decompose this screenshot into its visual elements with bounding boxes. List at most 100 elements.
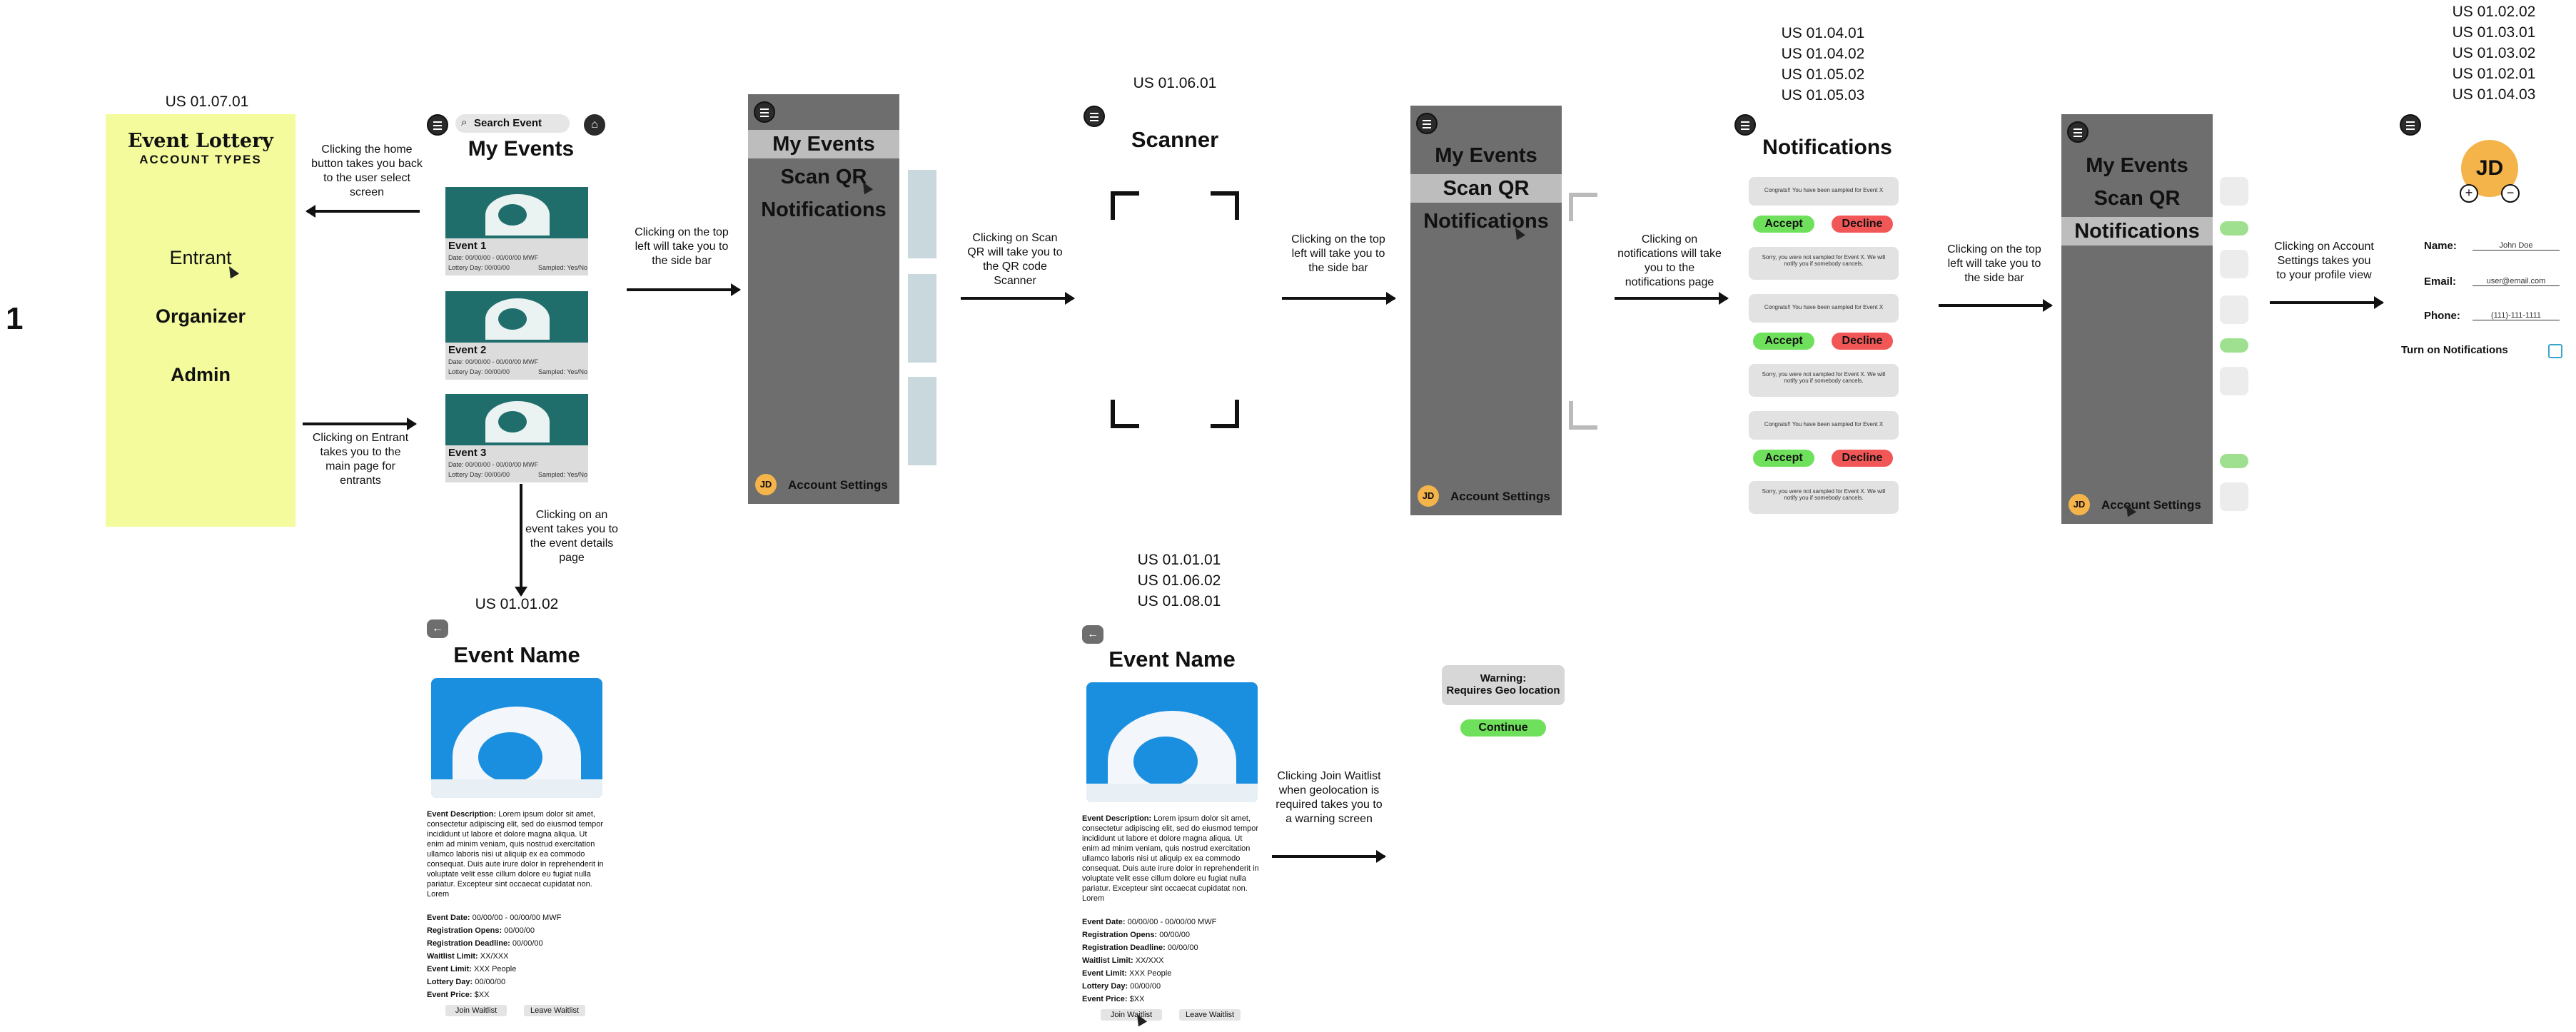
phone-field[interactable]: (111)-111-1111 — [2473, 311, 2560, 320]
faded-notification — [2220, 295, 2248, 324]
notification-not-sampled: Sorry, you were not sampled for Event X.… — [1749, 364, 1899, 397]
continue-button[interactable]: Continue — [1460, 719, 1546, 737]
menu-icon[interactable] — [1084, 106, 1105, 127]
event-sampled: Sampled: Yes/No — [538, 471, 588, 478]
zoom-in-icon[interactable]: + — [2460, 184, 2478, 203]
note-sidebar-2: Clicking on the top left will take you t… — [1291, 233, 1385, 274]
sidebar-item-my-events[interactable]: My Events — [748, 130, 899, 158]
menu-icon[interactable] — [754, 101, 775, 123]
join-waitlist-button[interactable]: Join Waitlist — [445, 1005, 507, 1016]
event-card[interactable]: Event 3 Date: 00/00/00 - 00/00/00 MWF Lo… — [445, 394, 588, 482]
notifications-checkbox[interactable] — [2548, 344, 2562, 358]
detail-registration-opens: Registration Opens: 00/00/00 — [427, 926, 535, 935]
menu-icon[interactable] — [2067, 121, 2088, 143]
account-settings-link[interactable]: Account Settings — [788, 478, 888, 492]
sidebar-item-notifications[interactable]: Notifications — [761, 198, 887, 221]
phone-label: Phone: — [2424, 310, 2460, 322]
event-image — [445, 187, 588, 238]
us-label: US 01.05.02 — [1781, 66, 1865, 83]
join-waitlist-button[interactable]: Join Waitlist — [1101, 1009, 1162, 1021]
sidebar-item-notifications[interactable]: Notifications — [1423, 210, 1549, 233]
menu-icon[interactable] — [1734, 114, 1756, 136]
us-label: US 01.06.02 — [1137, 572, 1221, 589]
arrow-entrant — [303, 418, 417, 430]
notification-text: Congrats!! You have been sampled for Eve… — [1764, 304, 1884, 310]
notification-not-sampled: Sorry, you were not sampled for Event X.… — [1749, 247, 1899, 280]
accept-button[interactable]: Accept — [1753, 333, 1814, 350]
back-arrow-icon[interactable]: ← — [427, 619, 448, 638]
detail-event-date: Event Date: 00/00/00 - 00/00/00 MWF — [427, 914, 562, 922]
name-field[interactable]: John Doe — [2473, 241, 2560, 251]
event-date: Date: 00/00/00 - 00/00/00 MWF — [448, 461, 539, 468]
leave-waitlist-button[interactable]: Leave Waitlist — [524, 1005, 585, 1016]
note-home-back: Clicking the home button takes you back … — [311, 143, 423, 198]
faded-scan-corner — [1569, 401, 1597, 430]
sidebar-panel: My Events Scan QR Notifications JD Accou… — [2061, 114, 2213, 524]
event-card[interactable]: Event 1 Date: 00/00/00 - 00/00/00 MWF Lo… — [445, 187, 588, 275]
warning-title: Warning: — [1480, 672, 1527, 684]
event-sampled: Sampled: Yes/No — [538, 264, 588, 271]
notification-sampled: Congrats!! You have been sampled for Eve… — [1749, 294, 1899, 323]
us-label: US 01.08.01 — [1137, 593, 1221, 609]
menu-icon[interactable] — [1416, 113, 1438, 134]
event-image — [431, 678, 602, 798]
sidebar-item-scan-qr[interactable]: Scan QR — [780, 166, 867, 188]
us-label-user-types: US 01.07.01 — [165, 93, 249, 110]
note-event-details: Clicking on an event takes you to the ev… — [525, 509, 618, 564]
sidebar-item-scan-qr[interactable]: Scan QR — [2093, 187, 2181, 210]
email-field[interactable]: user@email.com — [2473, 277, 2560, 286]
notifications-toggle-label: Turn on Notifications — [2401, 344, 2508, 356]
notification-text: Sorry, you were not sampled for Event X.… — [1762, 371, 1886, 384]
event-lottery: Lottery Day: 00/00/00 — [448, 264, 510, 271]
decline-button[interactable]: Decline — [1832, 216, 1893, 233]
decline-button[interactable]: Decline — [1832, 450, 1893, 467]
menu-icon[interactable] — [2400, 114, 2421, 136]
accept-button[interactable]: Accept — [1753, 216, 1814, 233]
account-settings-link[interactable]: Account Settings — [2101, 498, 2201, 512]
arrow-scan-qr — [961, 292, 1075, 305]
event-lottery: Lottery Day: 00/00/00 — [448, 368, 510, 375]
event-sampled: Sampled: Yes/No — [538, 368, 588, 375]
admin-option[interactable]: Admin — [171, 364, 231, 385]
sidebar-panel: My Events Scan QR Notifications JD Accou… — [748, 94, 899, 504]
us-label: US 01.04.01 — [1781, 25, 1865, 41]
faded-accept-button — [2220, 454, 2248, 468]
arrow-account-settings — [2270, 296, 2384, 309]
accept-button[interactable]: Accept — [1753, 450, 1814, 467]
leave-waitlist-button[interactable]: Leave Waitlist — [1179, 1009, 1241, 1021]
note-scan-qr: Clicking on Scan QR will take you to the… — [967, 232, 1063, 287]
detail-event-limit: Event Limit: XXX People — [1082, 969, 1172, 978]
entrant-option[interactable]: Entrant — [169, 247, 232, 268]
decline-button[interactable]: Decline — [1832, 333, 1893, 350]
notification-sampled: Congrats!! You have been sampled for Eve… — [1749, 177, 1899, 206]
home-icon[interactable]: ⌂ — [584, 114, 605, 136]
detail-event-date: Event Date: 00/00/00 - 00/00/00 MWF — [1082, 918, 1217, 926]
event-card[interactable]: Event 2 Date: 00/00/00 - 00/00/00 MWF Lo… — [445, 291, 588, 380]
sidebar-item-notifications[interactable]: Notifications — [2061, 217, 2213, 246]
detail-registration-opens: Registration Opens: 00/00/00 — [1082, 931, 1191, 939]
menu-icon[interactable] — [427, 114, 448, 136]
search-bar[interactable]: ⌕ Search Event — [455, 114, 570, 133]
main-page-title: My Events — [468, 137, 575, 161]
us-label-scanner: US 01.06.01 — [1133, 75, 1217, 91]
us-label: US 01.04.02 — [1781, 46, 1865, 62]
avatar: JD — [1418, 485, 1439, 507]
detail-event-limit: Event Limit: XXX People — [427, 965, 517, 973]
note-sidebar-3: Clicking on the top left will take you t… — [1947, 243, 2041, 284]
notification-not-sampled: Sorry, you were not sampled for Event X.… — [1749, 481, 1899, 514]
account-settings-link[interactable]: Account Settings — [1450, 490, 1550, 503]
note-notifications: Clicking on notifications will take you … — [1617, 233, 1722, 288]
zoom-out-icon[interactable]: − — [2501, 184, 2520, 203]
sidebar-item-my-events[interactable]: My Events — [2086, 154, 2188, 177]
notifications-title: Notifications — [1762, 136, 1892, 159]
organizer-option[interactable]: Organizer — [155, 305, 246, 327]
back-arrow-icon[interactable]: ← — [1082, 625, 1103, 644]
faded-notification — [2220, 367, 2248, 395]
warning-box: Warning: Requires Geo location — [1442, 665, 1565, 705]
us-label: US 01.02.01 — [2452, 66, 2536, 82]
sidebar-item-scan-qr[interactable]: Scan QR — [1410, 174, 1562, 203]
sidebar-item-my-events[interactable]: My Events — [1435, 144, 1537, 167]
us-label-geo-event: US 01.01.01 US 01.06.02 US 01.08.01 — [1108, 550, 1251, 612]
event-title: Event 1 — [448, 240, 487, 252]
notification-sampled: Congrats!! You have been sampled for Eve… — [1749, 411, 1899, 440]
